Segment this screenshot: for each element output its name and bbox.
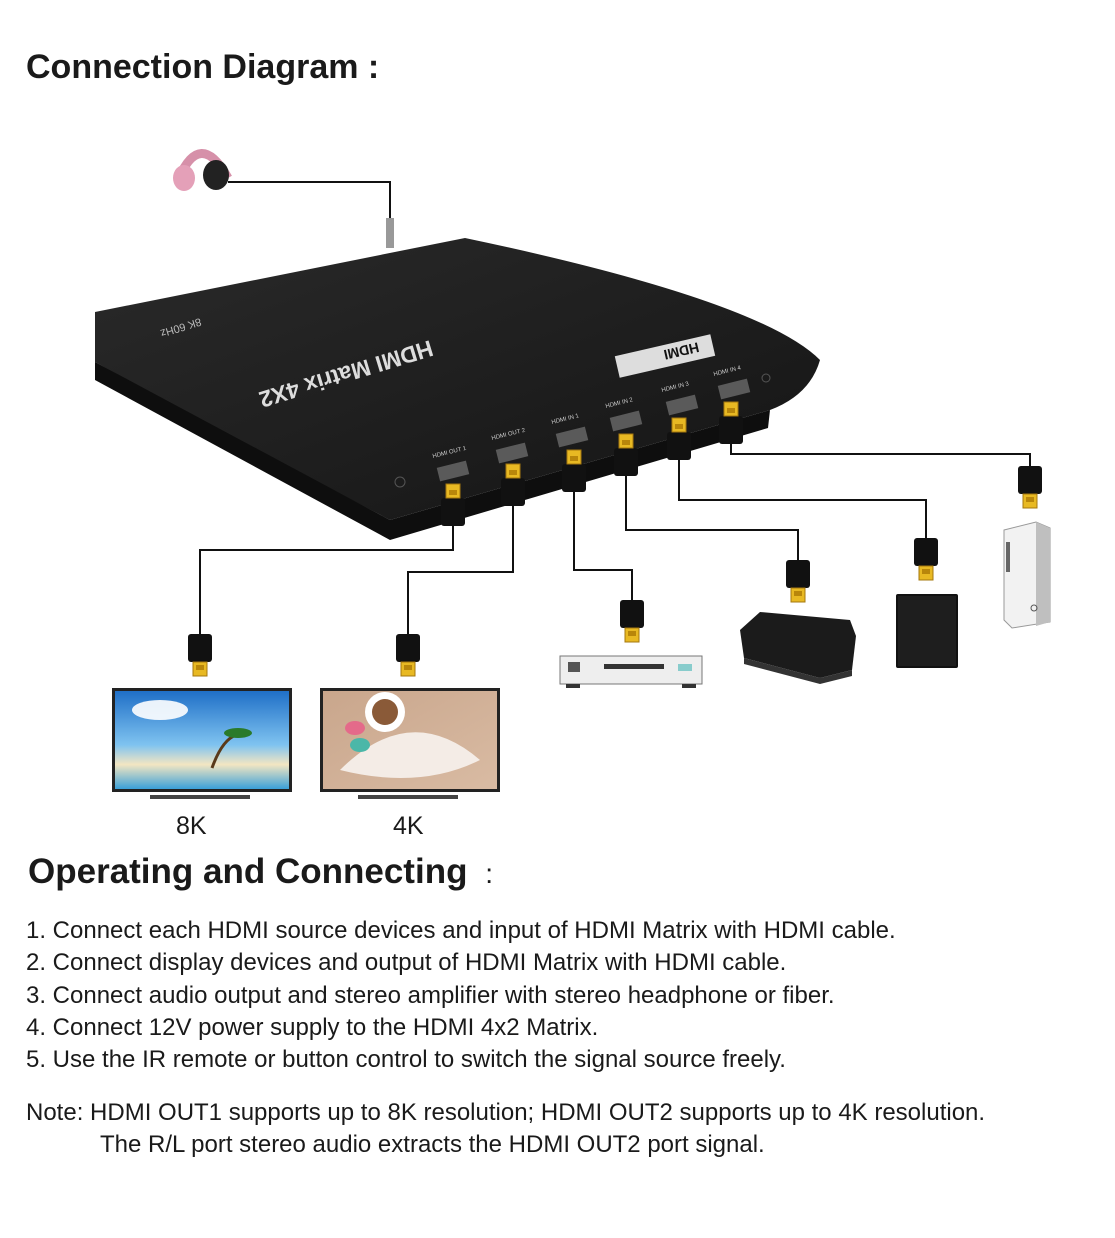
list-item: 1. Connect each HDMI source devices and … <box>26 917 896 944</box>
connection-diagram: HDMI Matrix 4X2 8K 60Hz HDMI HDMI OUT 1H… <box>95 149 1051 799</box>
pc-tower-icon <box>1003 521 1051 629</box>
section-title: Operating and Connecting : <box>28 852 493 891</box>
display-label-4k: 4K <box>393 812 424 840</box>
headphones-icon <box>173 149 232 191</box>
tv-8k-icon <box>112 688 292 799</box>
audio-jack <box>386 218 394 248</box>
note: Note: HDMI OUT1 supports up to 8K resolu… <box>26 1097 985 1161</box>
tv-4k-icon <box>320 688 500 799</box>
list-item: 3. Connect audio output and stereo ampli… <box>26 981 835 1009</box>
hdmi-port <box>495 442 529 464</box>
hdmi-port <box>665 394 699 416</box>
hdmi-port <box>717 378 751 400</box>
set-top-box-icon <box>740 612 856 684</box>
dvd-player-icon <box>559 655 703 688</box>
list-item: 4. Connect 12V power supply to the HDMI … <box>26 1013 599 1041</box>
note-line-1: Note: HDMI OUT1 supports up to 8K resolu… <box>26 1099 986 1126</box>
device-logo: HDMI <box>662 339 700 363</box>
note-line-2: The R/L port stereo audio extracts the H… <box>100 1131 765 1158</box>
steps-list: 1. Connect each HDMI source devices and … <box>26 915 896 1076</box>
display-label-8k: 8K <box>176 812 207 840</box>
audio-cable <box>228 181 391 225</box>
hdmi-port <box>436 460 470 482</box>
game-console-icon <box>896 594 958 668</box>
hdmi-port <box>555 426 589 448</box>
list-item: 5. Use the IR remote or button control t… <box>26 1046 786 1074</box>
hdmi-port <box>609 410 643 432</box>
page-title: Connection Diagram : <box>26 48 380 86</box>
list-item: 2. Connect display devices and output of… <box>26 949 787 977</box>
